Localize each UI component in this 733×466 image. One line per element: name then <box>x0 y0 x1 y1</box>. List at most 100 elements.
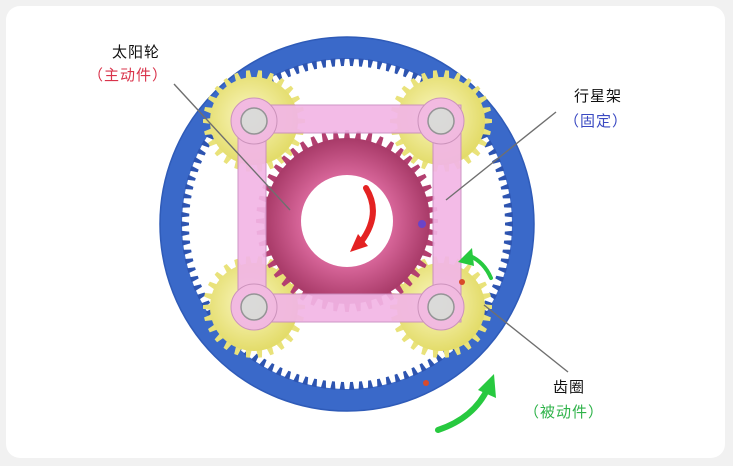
ring-gear-tooth <box>201 140 211 148</box>
ring-gear-tooth <box>183 193 192 199</box>
ring-gear-tooth <box>339 381 345 390</box>
ring-gear-tooth <box>330 58 336 67</box>
ring-gear-tooth <box>184 258 194 265</box>
ring-gear-tooth <box>320 59 326 68</box>
ring-gear-tooth <box>358 381 364 390</box>
ring-gear-tooth <box>483 140 493 148</box>
planet-gear-tooth <box>482 128 491 135</box>
planet-gear-tooth <box>256 70 263 79</box>
leader-lines <box>173 83 569 373</box>
ring-gear-tooth <box>394 373 401 383</box>
planet-gear-tooth <box>482 314 491 321</box>
carrier-leader <box>445 111 557 201</box>
ring-gear-tooth <box>505 221 513 227</box>
ring-gear-tooth <box>293 373 300 383</box>
ring-gear-tooth <box>502 249 511 255</box>
ring-gear-tooth <box>503 240 513 246</box>
ring-gear-tooth <box>189 165 199 173</box>
sun-rotation-arrow <box>350 185 376 252</box>
ring-gear-tooth <box>187 267 196 274</box>
ring-gear-body <box>160 37 534 411</box>
ring-gear-tooth <box>498 267 507 274</box>
ring-gear-tooth <box>349 381 355 390</box>
sun-gear-label: 太阳轮 <box>112 43 161 61</box>
planet-gear-tooth <box>432 70 439 79</box>
ring-gear-tooth <box>403 370 410 380</box>
planet-gear-tooth <box>443 70 450 79</box>
ring-gear-tooth <box>320 380 326 389</box>
ring-rotation-arrow-upper <box>458 248 493 285</box>
ring-gear-tooth <box>488 292 498 300</box>
ring-gear-tooth <box>189 275 199 283</box>
ring-gear-tooth <box>275 367 283 377</box>
planet-gear-tooth <box>256 349 263 358</box>
sun-gear-dot <box>418 220 426 228</box>
ring-gear-tooth <box>302 62 309 72</box>
ring-gear-tooth <box>403 68 410 78</box>
ring-gear-tooth <box>498 174 507 181</box>
ring-gear-tooth <box>311 60 317 70</box>
ring-gear-tooth <box>427 358 435 368</box>
ring-gear-tooth <box>181 202 191 208</box>
ring-gear-tooth <box>193 156 202 164</box>
ring-gear-tooth <box>504 230 513 237</box>
ring-gear-tooth <box>368 380 374 389</box>
planet-gear-tooth <box>443 349 450 358</box>
carrier-role-label: （固定） <box>564 112 629 130</box>
ring-gear-tooth <box>251 353 259 363</box>
ring-gear-tooth <box>196 148 206 156</box>
ring-gear-tooth <box>349 58 355 67</box>
ring-gear-tooth <box>368 59 374 68</box>
ring-gear-tooth <box>495 165 505 173</box>
ring-gear-tooth <box>196 292 206 300</box>
carrier-label: 行星架 <box>574 87 623 105</box>
ring-gear-tooth <box>504 211 513 218</box>
ring-gear-label: 齿圈 <box>553 378 586 396</box>
planet-gear-tooth <box>432 349 439 358</box>
ring-gear-tooth <box>284 68 291 78</box>
ring-gear-tooth <box>495 275 505 283</box>
sun-gear <box>256 130 438 312</box>
ring-gear-tooth <box>183 249 192 255</box>
ring-gear-tooth <box>193 284 202 292</box>
planet-gear-tooth <box>204 107 213 114</box>
ring-gear-tooth <box>293 65 300 75</box>
ring-gear-tooth <box>419 363 427 372</box>
carrier-pin-bottom-left <box>240 293 268 321</box>
sun-gear-bore <box>301 175 393 267</box>
ring-gear-tooth <box>284 370 291 380</box>
planet-gear-tooth <box>482 293 491 300</box>
sun-gear-tooth <box>365 132 373 143</box>
ring-gear-tooth <box>394 65 401 75</box>
planet-gear-tooth <box>204 293 213 300</box>
ring-gear-tooth <box>259 358 267 368</box>
ring-gear-dot <box>423 380 429 386</box>
planet-gear-tooth <box>204 128 213 135</box>
carrier-pins <box>240 107 455 321</box>
ring-gear-tooth <box>358 58 364 67</box>
carrier-pin-top-left <box>240 107 268 135</box>
ring-gear-tooth <box>181 230 190 237</box>
ring-rotation-arrow-lower <box>435 374 496 433</box>
ring-gear-tooth <box>488 148 498 156</box>
planet-gear-tooth <box>203 304 212 310</box>
ring-gear-tooth <box>184 183 194 190</box>
planet-gear-tooth <box>245 70 252 79</box>
ring-gear-tooth <box>377 60 383 70</box>
planet-gear-tooth <box>204 314 213 321</box>
ring-gear-tooth <box>502 193 511 199</box>
ring-gear-tooth <box>311 378 317 388</box>
planet-carrier <box>230 97 465 331</box>
ring-gear-tooth <box>330 381 336 390</box>
ring-gear-tooth <box>411 367 419 377</box>
ring-gear-tooth <box>385 62 392 72</box>
ring-gear-role-label: （被动件） <box>524 403 605 421</box>
carrier-pin-bottom-right <box>427 293 455 321</box>
ring-gear-tooth <box>187 174 196 181</box>
ring-gear-tooth <box>500 183 510 190</box>
sun-gear-role-label: （主动件） <box>88 66 169 84</box>
ring-gear-tooth <box>339 58 345 67</box>
planet-gear-tooth <box>245 349 252 358</box>
ring-gear-tooth <box>492 284 501 292</box>
